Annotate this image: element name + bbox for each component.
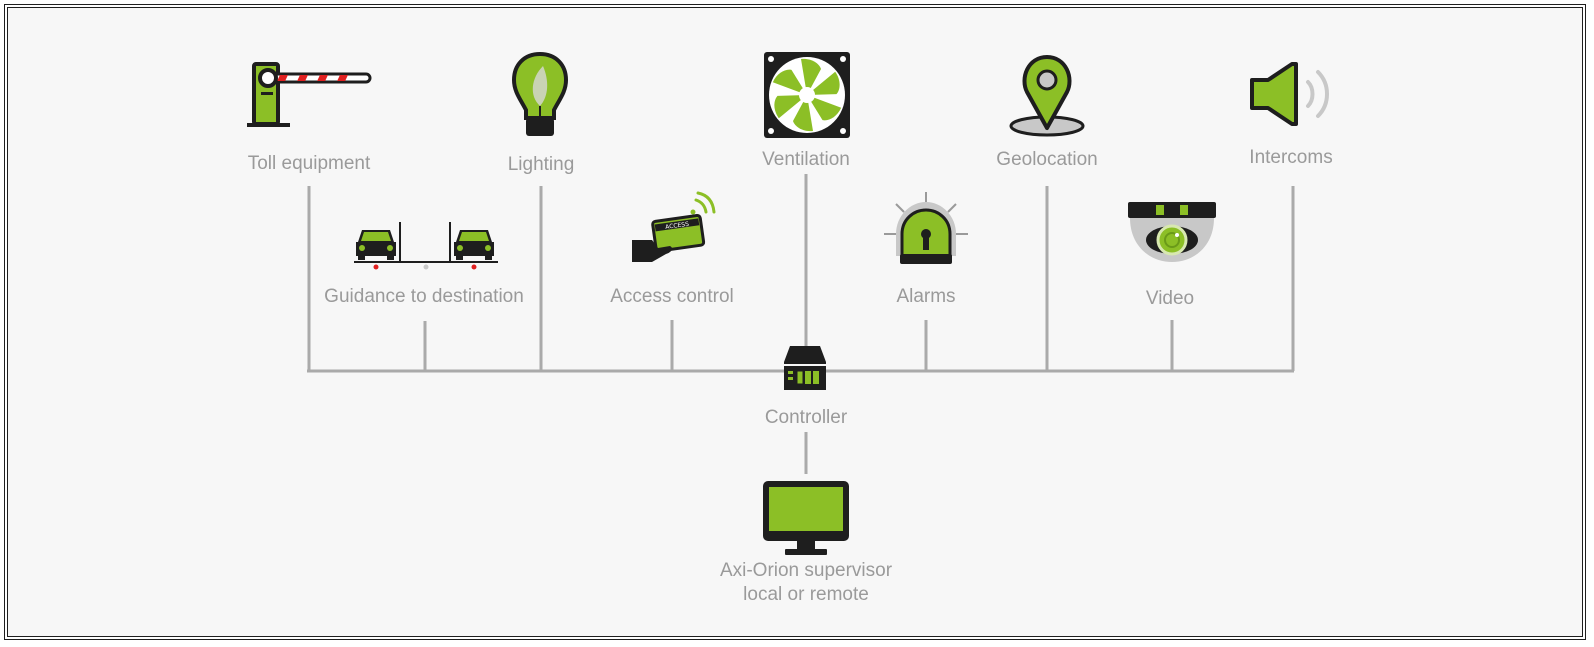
controller-label: Controller bbox=[764, 407, 848, 428]
alarm-beacon-icon bbox=[884, 192, 968, 264]
barrier-gate-icon bbox=[247, 62, 372, 127]
fan-icon bbox=[764, 52, 850, 138]
guidance-label: Guidance to destination bbox=[324, 286, 524, 307]
light-bulb-icon bbox=[511, 52, 569, 136]
supervisor-label-line2: local or remote bbox=[743, 584, 869, 605]
supervisor-label-line1: Axi-Orion supervisor bbox=[719, 560, 893, 581]
ventilation-label: Ventilation bbox=[762, 149, 850, 170]
dome-camera-icon bbox=[1128, 202, 1216, 262]
speaker-icon bbox=[1250, 62, 1329, 126]
access-control-label: Access control bbox=[610, 286, 734, 307]
toll-equipment-label: Toll equipment bbox=[247, 153, 371, 174]
intercoms-label: Intercoms bbox=[1249, 147, 1333, 168]
map-pin-icon bbox=[1009, 55, 1085, 137]
geolocation-label: Geolocation bbox=[996, 149, 1098, 170]
car-right bbox=[454, 230, 494, 260]
svg-text:ACCESS: ACCESS bbox=[665, 221, 690, 231]
alarms-label: Alarms bbox=[896, 286, 956, 307]
car-left bbox=[356, 230, 396, 260]
access-card-icon: ACCESS bbox=[632, 191, 716, 262]
controller-icon bbox=[784, 346, 826, 390]
supervisor-label: Axi-Orion supervisor local or remote bbox=[720, 559, 892, 607]
lighting-label: Lighting bbox=[507, 154, 575, 175]
cars-guidance-icon bbox=[354, 222, 498, 270]
video-label: Video bbox=[1145, 288, 1195, 309]
monitor-icon bbox=[763, 481, 849, 555]
